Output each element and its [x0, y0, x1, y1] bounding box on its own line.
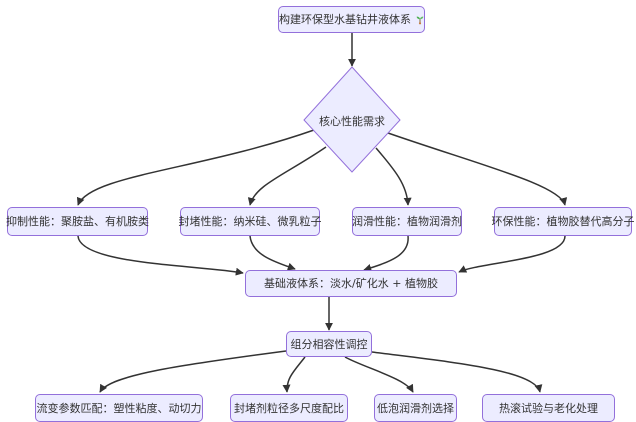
output-hot-rolling[interactable]: 热滚试验与老化处理 [482, 394, 615, 422]
requirement-environmental[interactable]: 环保性能：植物胶替代高分子 [491, 207, 635, 236]
edge-decision-to-lubrication [375, 147, 412, 206]
edge-decision-to-inhibition [76, 129, 315, 206]
requirement-label: 抑制性能：聚胺盐、有机胺类 [6, 215, 149, 228]
compatibility-label: 组分相容性调控 [290, 337, 368, 351]
output-low-foam-lubricant[interactable]: 低泡润滑剂选择 [374, 394, 457, 422]
edge-inhibition-to-base [77, 235, 244, 276]
edge-environmental-to-base [458, 235, 566, 273]
edge-compatibility-to-rheology [99, 350, 287, 393]
output-label: 流变参数匹配：塑性粘度、动切力 [36, 401, 202, 415]
base-system-label: 基础液体系：淡水/矿化水 + 植物胶 [264, 277, 438, 290]
requirement-inhibition[interactable]: 抑制性能：聚胺盐、有机胺类 [6, 207, 149, 236]
edge-decision-to-plugging [247, 146, 327, 206]
output-label: 热滚试验与老化处理 [499, 401, 598, 415]
decision-label: 核心性能需求 [319, 115, 385, 128]
edge-decision-to-environmental [387, 132, 568, 206]
requirement-label: 环保性能：植物胶替代高分子 [491, 215, 635, 228]
output-label: 封堵剂粒径多尺度配比 [234, 401, 344, 415]
base-system-node[interactable]: 基础液体系：淡水/矿化水 + 植物胶 [245, 270, 457, 297]
decision-diamond[interactable] [303, 66, 401, 173]
edge-compatibility-to-lubricant [344, 356, 414, 393]
root-node[interactable]: 构建环保型水基钻井液体系 [278, 6, 425, 33]
requirement-lubrication[interactable]: 润滑性能：植物润滑剂 [352, 207, 462, 236]
edge-compatibility-to-particle [282, 356, 306, 393]
edge-compatibility-to-hotrolling [371, 351, 543, 393]
seedling-icon [416, 16, 424, 24]
compatibility-node[interactable]: 组分相容性调控 [286, 331, 372, 357]
requirement-plugging[interactable]: 封堵性能：纳米硅、微乳粒子 [178, 207, 322, 236]
root-label: 构建环保型水基钻井液体系 [279, 13, 411, 26]
edge-lubrication-to-base [363, 235, 409, 272]
output-label: 低泡润滑剂选择 [377, 401, 454, 415]
requirement-label: 封堵性能：纳米硅、微乳粒子 [178, 215, 322, 228]
edge-plugging-to-base [249, 235, 296, 271]
output-particle-ratio[interactable]: 封堵剂粒径多尺度配比 [230, 394, 348, 422]
requirement-label: 润滑性能：植物润滑剂 [352, 215, 462, 228]
output-rheology[interactable]: 流变参数匹配：塑性粘度、动切力 [35, 394, 203, 422]
